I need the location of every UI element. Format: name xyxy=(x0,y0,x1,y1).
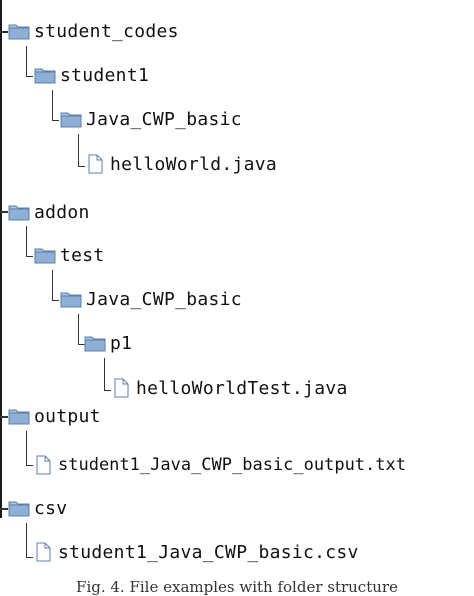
tree-item-csv[interactable]: csv xyxy=(8,495,67,521)
tree-item-label: student1_Java_CWP_basic_output.txt xyxy=(58,455,406,475)
file-icon xyxy=(32,455,54,475)
tree-item-student-codes[interactable]: student_codes xyxy=(8,18,179,44)
tree-item-java-cwp-basic[interactable]: Java_CWP_basic xyxy=(60,106,242,132)
tree-item-addon[interactable]: addon xyxy=(8,199,90,225)
tree-connector xyxy=(78,134,85,167)
tree-item-java-cwp-basic-addon[interactable]: Java_CWP_basic xyxy=(60,286,242,312)
folder-icon xyxy=(8,202,30,222)
tree-item-label: addon xyxy=(34,201,90,223)
tree-item-hello-world-java[interactable]: helloWorld.java xyxy=(84,151,277,177)
tree-item-label: student1 xyxy=(60,64,150,86)
tree-item-label: test xyxy=(60,244,105,266)
tree-item-label: csv xyxy=(34,497,68,519)
tree-item-label: student_codes xyxy=(34,20,179,42)
tree-connector xyxy=(0,508,8,510)
tree-left-border xyxy=(0,0,2,518)
tree-item-output-txt[interactable]: student1_Java_CWP_basic_output.txt xyxy=(32,452,406,478)
folder-icon xyxy=(8,498,30,518)
file-icon xyxy=(32,542,54,562)
figure-caption: Fig. 4. File examples with folder struct… xyxy=(76,578,398,596)
tree-connector xyxy=(52,270,59,301)
tree-item-student1[interactable]: student1 xyxy=(34,62,149,88)
tree-item-hello-world-test-java[interactable]: helloWorldTest.java xyxy=(110,375,348,401)
file-icon xyxy=(84,154,106,174)
tree-item-p1[interactable]: p1 xyxy=(84,330,132,356)
tree-item-test[interactable]: test xyxy=(34,242,105,268)
folder-icon xyxy=(34,245,56,265)
tree-item-output[interactable]: output xyxy=(8,403,101,429)
tree-connector xyxy=(78,314,85,345)
folder-icon xyxy=(60,109,82,129)
tree-connector xyxy=(0,211,8,213)
tree-connector xyxy=(26,226,33,257)
folder-icon xyxy=(8,21,30,41)
tree-connector xyxy=(26,523,33,558)
tree-item-label: output xyxy=(34,405,101,427)
tree-connector xyxy=(0,416,8,418)
folder-icon xyxy=(34,65,56,85)
file-icon xyxy=(110,378,132,398)
tree-item-label: Java_CWP_basic xyxy=(86,108,242,130)
tree-connector xyxy=(0,31,8,33)
tree-item-label: helloWorldTest.java xyxy=(136,377,348,399)
tree-item-csv-file[interactable]: student1_Java_CWP_basic.csv xyxy=(32,539,359,565)
folder-icon xyxy=(60,289,82,309)
tree-connector xyxy=(52,90,59,121)
folder-icon xyxy=(8,406,30,426)
tree-item-label: helloWorld.java xyxy=(110,153,278,175)
folder-icon xyxy=(84,333,106,353)
tree-connector xyxy=(104,358,111,391)
tree-item-label: Java_CWP_basic xyxy=(86,288,242,310)
tree-item-label: p1 xyxy=(110,332,133,354)
tree-item-label: student1_Java_CWP_basic.csv xyxy=(58,541,359,563)
tree-connector xyxy=(26,431,33,466)
tree-connector xyxy=(26,46,33,77)
